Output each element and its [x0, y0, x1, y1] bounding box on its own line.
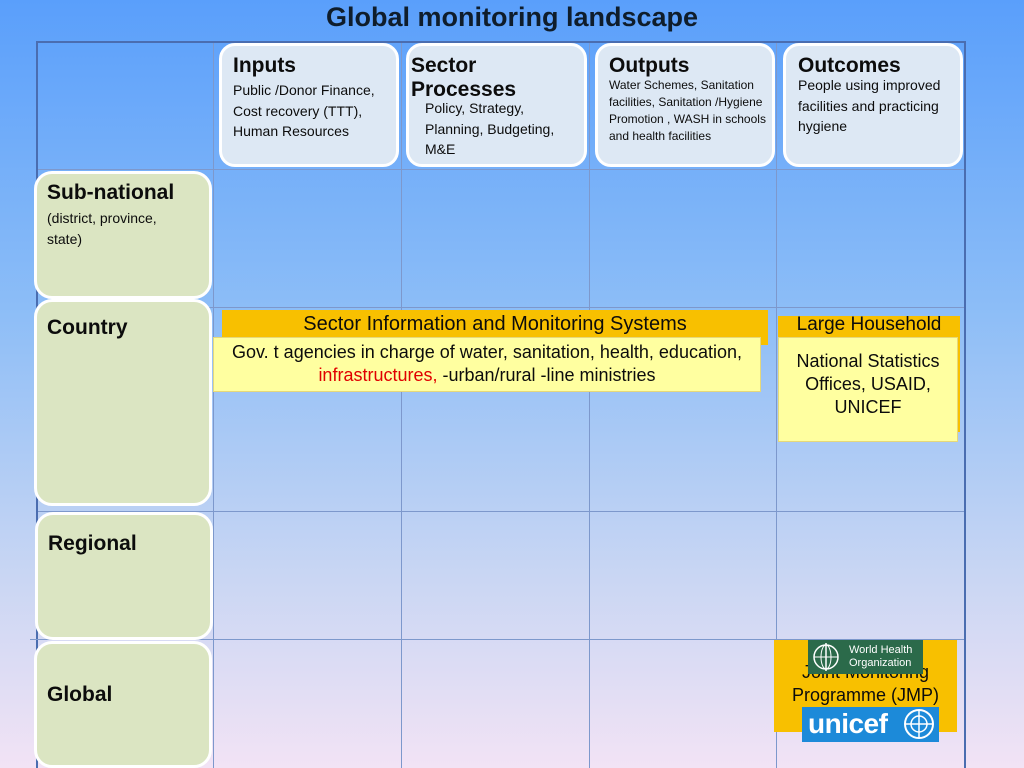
row-header-country: Country: [34, 299, 212, 506]
gov-agencies-highlight: infrastructures,: [318, 365, 438, 385]
who-logo: World Health Organization: [808, 640, 923, 674]
column-title: Inputs: [233, 54, 296, 77]
gov-agencies-text-end: -urban/rural -line ministries: [437, 365, 656, 385]
row-header-regional: Regional: [35, 512, 213, 640]
column-description: Public /Donor Finance, Cost recovery (TT…: [233, 82, 375, 139]
column-description: Policy, Strategy, Planning, Budgeting, M…: [425, 100, 555, 157]
page-title: Global monitoring landscape: [325, 2, 699, 32]
row-title: Country: [47, 316, 128, 339]
column-description: People using improved facilities and pra…: [798, 77, 941, 134]
column-title: Sector Processes: [411, 54, 517, 101]
national-statistics-box: National Statistics Offices, USAID, UNIC…: [778, 337, 958, 442]
sims-label: Sector Information and Monitoring System…: [303, 313, 687, 335]
column-header-inputs: Inputs Public /Donor Finance, Cost recov…: [219, 43, 399, 167]
unicef-logo: unicef: [802, 707, 939, 742]
row-header-sub-national: Sub-national (district, province, state): [34, 171, 212, 299]
column-description: Water Schemes, Sanitation facilities, Sa…: [609, 78, 766, 143]
row-title: Regional: [48, 532, 137, 555]
row-title: Sub-national: [47, 181, 175, 204]
column-header-sector-processes: Sector Processes Policy, Strategy, Plann…: [406, 43, 587, 167]
column-title: Outputs: [609, 54, 690, 77]
row-header-global: Global: [34, 641, 212, 768]
gov-agencies-text: Gov. t agencies in charge of water, sani…: [232, 342, 742, 362]
unicef-emblem-icon: [904, 709, 934, 739]
row-title: Global: [47, 683, 113, 706]
large-household-label: Large Household: [796, 316, 942, 335]
column-title: Outcomes: [798, 54, 901, 77]
row-description: (district, province, state): [47, 210, 157, 247]
unicef-logo-text: unicef: [808, 708, 888, 739]
government-agencies-box: Gov. t agencies in charge of water, sani…: [213, 337, 761, 392]
who-emblem-icon: [813, 643, 839, 671]
national-statistics-text: National Statistics Offices, USAID, UNIC…: [796, 351, 940, 417]
column-header-outputs: Outputs Water Schemes, Sanitation facili…: [595, 43, 775, 167]
column-header-outcomes: Outcomes People using improved facilitie…: [783, 43, 963, 167]
who-logo-text: World Health Organization: [849, 644, 913, 669]
